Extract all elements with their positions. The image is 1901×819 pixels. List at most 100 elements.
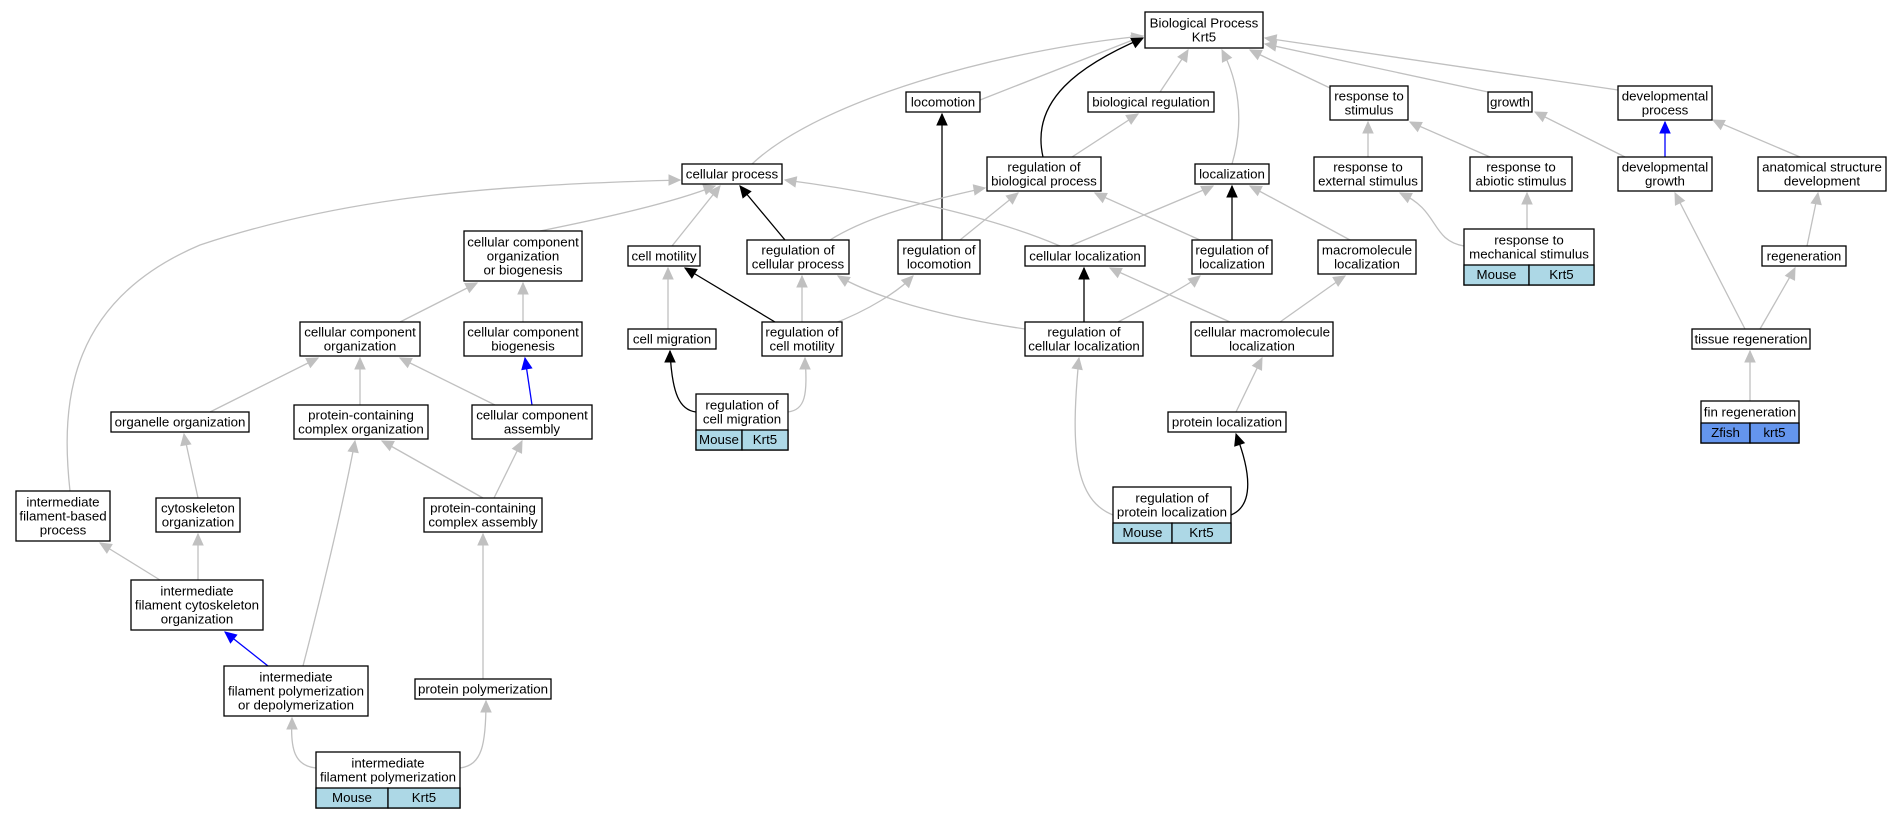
gene-label: krt5 <box>1763 425 1785 440</box>
node-box <box>1617 156 1713 192</box>
node-cellmig[interactable]: cell migration <box>627 328 717 350</box>
edge-bp-regbio <box>1040 37 1145 158</box>
node-box <box>1757 156 1887 192</box>
edge-ifco-ifpd <box>224 631 269 667</box>
node-box <box>986 156 1102 192</box>
node-label: mechanical stimulus <box>1469 247 1589 262</box>
organism-label: Mouse <box>1123 525 1163 540</box>
node-localization[interactable]: localization <box>1194 163 1270 185</box>
node-box <box>293 404 429 440</box>
edge-regcellproc-regcellmot <box>796 274 808 322</box>
node-box <box>110 411 250 433</box>
node-box <box>463 230 583 282</box>
node-label: organization <box>324 339 396 354</box>
node-label: protein localization <box>1172 415 1282 430</box>
node-label: anatomical structure <box>1762 160 1882 175</box>
node-box <box>1194 163 1270 185</box>
node-box <box>746 239 850 275</box>
node-box <box>463 321 583 357</box>
edge-cellproc-ccob <box>539 184 717 232</box>
edge-orgorg-cytoorg <box>180 432 199 499</box>
node-box <box>223 665 369 717</box>
edge-protloc-regprotloc <box>1230 432 1249 516</box>
node-box <box>1190 321 1334 357</box>
edge-protpoly-ifp <box>459 699 492 769</box>
edge-ccob-ccb <box>517 281 529 322</box>
node-box <box>681 163 783 185</box>
node-label: intermediate <box>160 584 233 599</box>
node-box <box>1167 411 1287 433</box>
node-cellloc[interactable]: cellular localization <box>1024 245 1146 267</box>
node-regen[interactable]: regeneration <box>1761 245 1847 267</box>
node-cellproc[interactable]: cellular process <box>681 163 783 185</box>
edge-resp-abiotic-resp-mech <box>1521 191 1533 229</box>
edge-bp-resp-stim <box>1248 49 1331 89</box>
node-label: abiotic stimulus <box>1476 174 1567 189</box>
node-box <box>897 239 981 275</box>
node-label: regeneration <box>1767 249 1842 264</box>
node-label: intermediate <box>259 670 332 685</box>
edge-tissregen-finregen <box>1744 349 1756 401</box>
node-box <box>1024 321 1144 357</box>
edge-bioreg-regbio <box>1071 113 1140 158</box>
node-label: regulation of <box>1195 243 1268 258</box>
node-label: cell motility <box>769 339 834 354</box>
node-label: organization <box>487 249 559 264</box>
node-box <box>1313 156 1423 192</box>
gene-label: Krt5 <box>1549 267 1573 282</box>
node-label: response to <box>1486 160 1555 175</box>
edge-devgrowth-tissregen <box>1674 191 1746 330</box>
edge-anat-regen <box>1806 191 1822 247</box>
edge-regcellloc-regprotloc <box>1071 356 1114 516</box>
node-label: cellular localization <box>1029 249 1141 264</box>
node-bioreg[interactable]: biological regulation <box>1087 91 1215 113</box>
node-growth[interactable]: growth <box>1487 91 1533 113</box>
node-cellmot[interactable]: cell motility <box>627 245 701 267</box>
edge-regen-tissregen <box>1759 266 1796 330</box>
node-label: biological process <box>991 174 1097 189</box>
node-label: cell motility <box>631 249 696 264</box>
edge-cellmig-regcellmig <box>664 349 697 413</box>
node-orgorg[interactable]: organelle organization <box>110 411 250 433</box>
node-protpoly[interactable]: protein polymerization <box>414 678 552 700</box>
node-label: tissue regeneration <box>1694 332 1807 347</box>
node-tissregen[interactable]: tissue regeneration <box>1691 328 1811 350</box>
node-label: regulation of <box>1007 160 1080 175</box>
node-label: intermediate <box>351 756 424 771</box>
organism-label: Zfish <box>1711 425 1740 440</box>
node-protloc[interactable]: protein localization <box>1167 411 1287 433</box>
node-locomotion[interactable]: locomotion <box>905 91 981 113</box>
node-label: filament cytoskeleton <box>135 598 259 613</box>
